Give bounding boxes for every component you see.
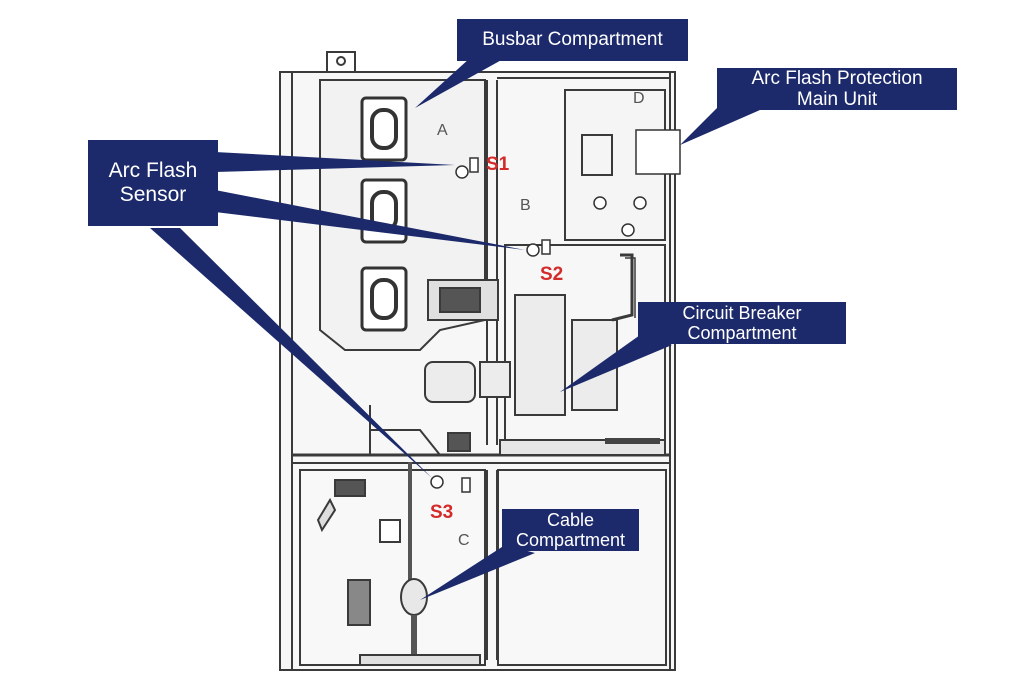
label-cable-line2: Compartment: [515, 530, 626, 550]
zone-letter-d: D: [633, 90, 645, 107]
pointer-busbar: [415, 58, 505, 108]
label-arc-flash-sensor: Arc Flash Sensor: [88, 140, 218, 226]
pointer-arc-main: [680, 100, 760, 145]
sensor-tag-s1: S1: [486, 154, 510, 175]
label-sensor-line1: Arc Flash: [108, 159, 198, 183]
label-arc-main-line1: Arc Flash Protection: [751, 67, 923, 89]
busbars: [360, 96, 408, 332]
sensor-tag-s3: S3: [430, 502, 453, 523]
pointer-cable: [420, 545, 535, 600]
label-arc-main-line2: Main Unit: [796, 89, 878, 110]
label-busbar-compartment: Busbar Compartment: [457, 19, 688, 61]
label-arc-flash-protection-main-unit: Arc Flash Protection Main Unit: [717, 68, 957, 110]
zone-letter-b: B: [520, 197, 531, 214]
pointer-breaker: [560, 335, 672, 392]
pointer-sensor-s2: [215, 190, 525, 250]
pointer-sensor-s1: [215, 152, 455, 172]
label-breaker-line2: Compartment: [687, 323, 797, 343]
label-busbar-compartment-text: Busbar Compartment: [482, 29, 663, 51]
sensor-symbols: [430, 129, 681, 493]
zone-letters: A B C D: [437, 90, 645, 549]
label-breaker-line1: Circuit Breaker: [682, 302, 802, 323]
zone-letter-a: A: [437, 122, 448, 139]
label-circuit-breaker-compartment: Circuit Breaker Compartment: [638, 302, 846, 344]
label-sensor-line2: Sensor: [119, 183, 187, 206]
callout-pointers: [150, 58, 760, 600]
sensor-tags: S1 S2 S3: [430, 154, 563, 523]
label-cable-line1: Cable: [546, 509, 595, 530]
label-cable-compartment: Cable Compartment: [502, 509, 639, 551]
sensor-tag-s2: S2: [540, 264, 563, 285]
zone-letter-c: C: [458, 532, 470, 549]
pointer-sensor-s3: [150, 228, 432, 478]
